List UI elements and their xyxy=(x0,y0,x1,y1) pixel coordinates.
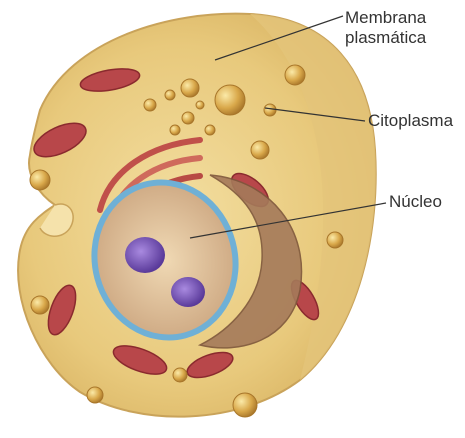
citoplasma-label: Citoplasma xyxy=(368,111,453,131)
membrana-plasmatica-label: Membrana plasmática xyxy=(345,8,426,49)
nucleolus xyxy=(125,237,165,273)
membrana-label-line1: Membrana xyxy=(345,8,426,28)
nucleolus xyxy=(171,277,205,307)
membrana-label-line2: plasmática xyxy=(345,28,426,48)
nucleo-label: Núcleo xyxy=(389,192,442,212)
